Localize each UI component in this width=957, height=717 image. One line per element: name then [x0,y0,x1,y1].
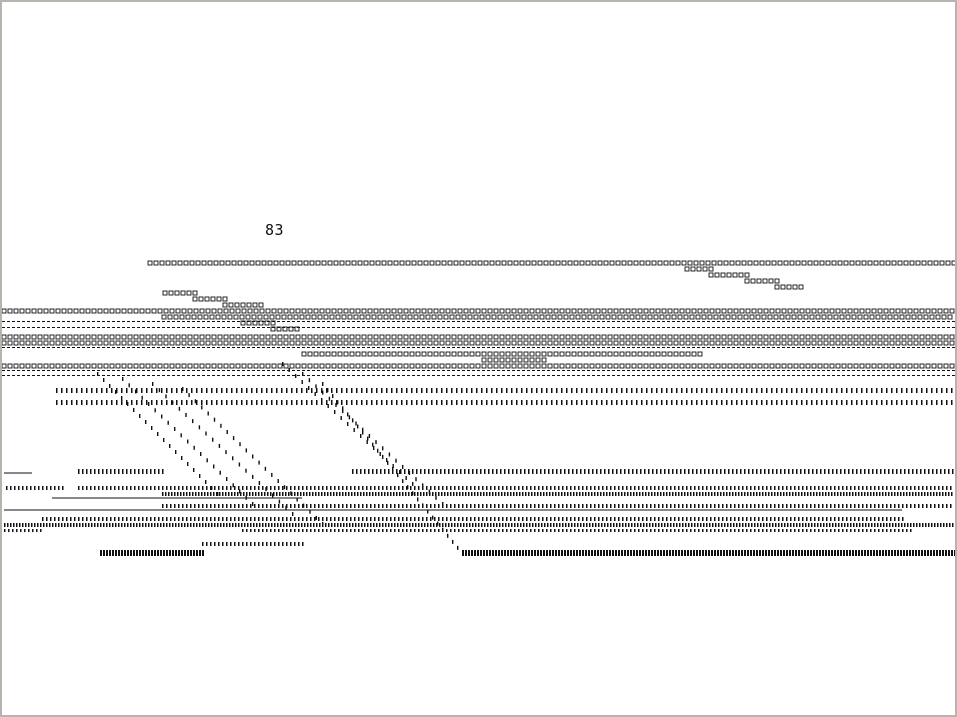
tick-row [352,469,954,474]
diagonal-ticks [302,372,444,506]
dash-row [2,321,955,322]
tick-row [78,486,952,490]
box-step [222,302,264,308]
tick-row [162,504,952,508]
diagonal-ticks [122,377,254,506]
box-step [684,266,714,272]
box-row [147,260,955,266]
diagonal-ticks [152,382,294,516]
tick-row [4,529,42,532]
tick-row [202,542,304,546]
dash-row [2,375,955,376]
dash-row [2,327,955,328]
box-row [2,340,955,346]
box-step [774,284,804,290]
tick-row [56,388,953,393]
tick-row [162,492,953,496]
diagonal-ticks [282,362,414,486]
tick-row [6,486,64,490]
box-step [744,278,780,284]
box-row [2,308,955,314]
tick-row [100,550,204,556]
box-step [162,290,198,296]
tick-row [462,550,955,556]
tick-row [242,529,912,532]
counter-label: 83 [265,221,285,239]
box-row [2,334,955,340]
box-row [2,363,955,369]
tick-row [78,469,164,474]
tick-row [56,400,953,405]
dash-row [2,370,955,371]
tick-row [4,523,954,527]
box-row [481,357,547,363]
tick-row [42,517,904,521]
dash-row [2,347,955,348]
box-step [192,296,228,302]
box-step [708,272,750,278]
box-row [301,351,703,357]
diagonal-ticks [97,372,219,496]
box-row [161,314,953,320]
